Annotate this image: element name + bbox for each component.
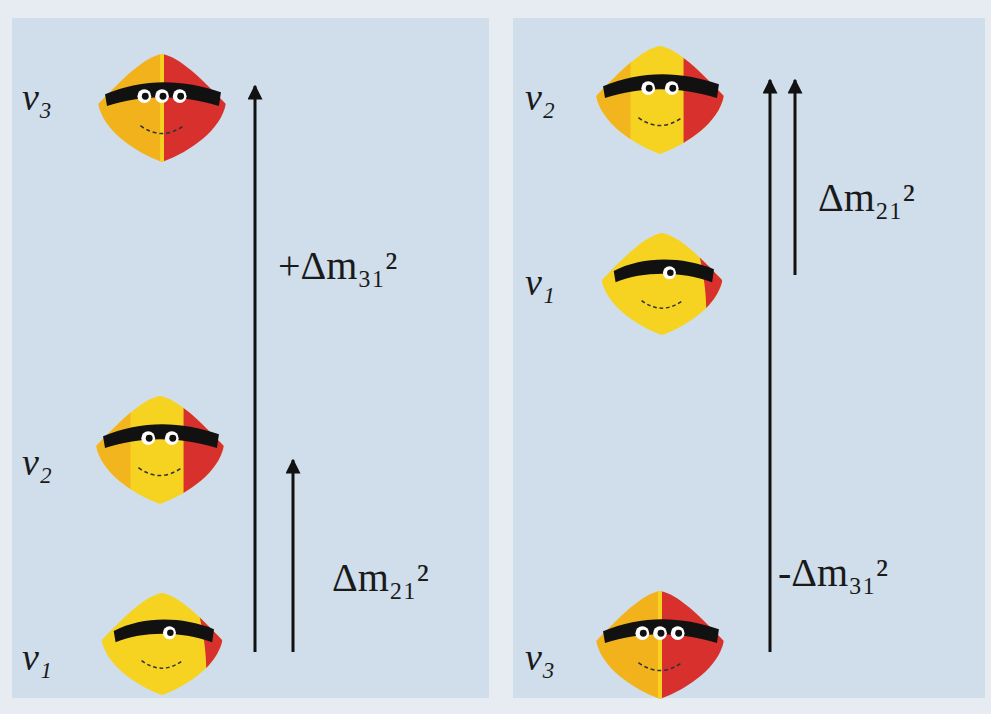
mass-arrow xyxy=(794,80,797,275)
mass-splitting-label: Δm₂₁² xyxy=(332,558,429,598)
mass-arrow xyxy=(769,80,772,652)
neutrino-figure xyxy=(93,49,234,167)
ordering-panel: ν₂ Δm₂₁² ν₁ -Δm₃₁² ν₃ xyxy=(513,18,985,698)
mass-splitting-label: Δm₂₁² xyxy=(818,178,915,218)
mass-arrow xyxy=(254,86,257,652)
state-label: ν₁ xyxy=(525,263,555,301)
state-label: ν₃ xyxy=(22,78,52,116)
neutrino-figure xyxy=(597,228,727,339)
state-label: ν₃ xyxy=(525,638,555,676)
panel-ground xyxy=(12,18,489,698)
neutrino-figure xyxy=(97,588,227,699)
neutrino-figure xyxy=(91,391,232,509)
state-label: ν₂ xyxy=(22,443,52,481)
state-label: ν₁ xyxy=(22,638,52,676)
mass-splitting-label: -Δm₃₁² xyxy=(778,553,888,593)
state-label: ν₂ xyxy=(525,78,555,116)
neutrino-figure xyxy=(591,586,732,704)
mass-arrow xyxy=(292,460,295,652)
panel-ground xyxy=(513,18,985,698)
neutrino-figure xyxy=(591,41,732,159)
ordering-panel: ν₃ +Δm₃₁² ν₂ Δm₂₁² ν₁ xyxy=(12,18,489,698)
mass-splitting-label: +Δm₃₁² xyxy=(278,246,397,286)
